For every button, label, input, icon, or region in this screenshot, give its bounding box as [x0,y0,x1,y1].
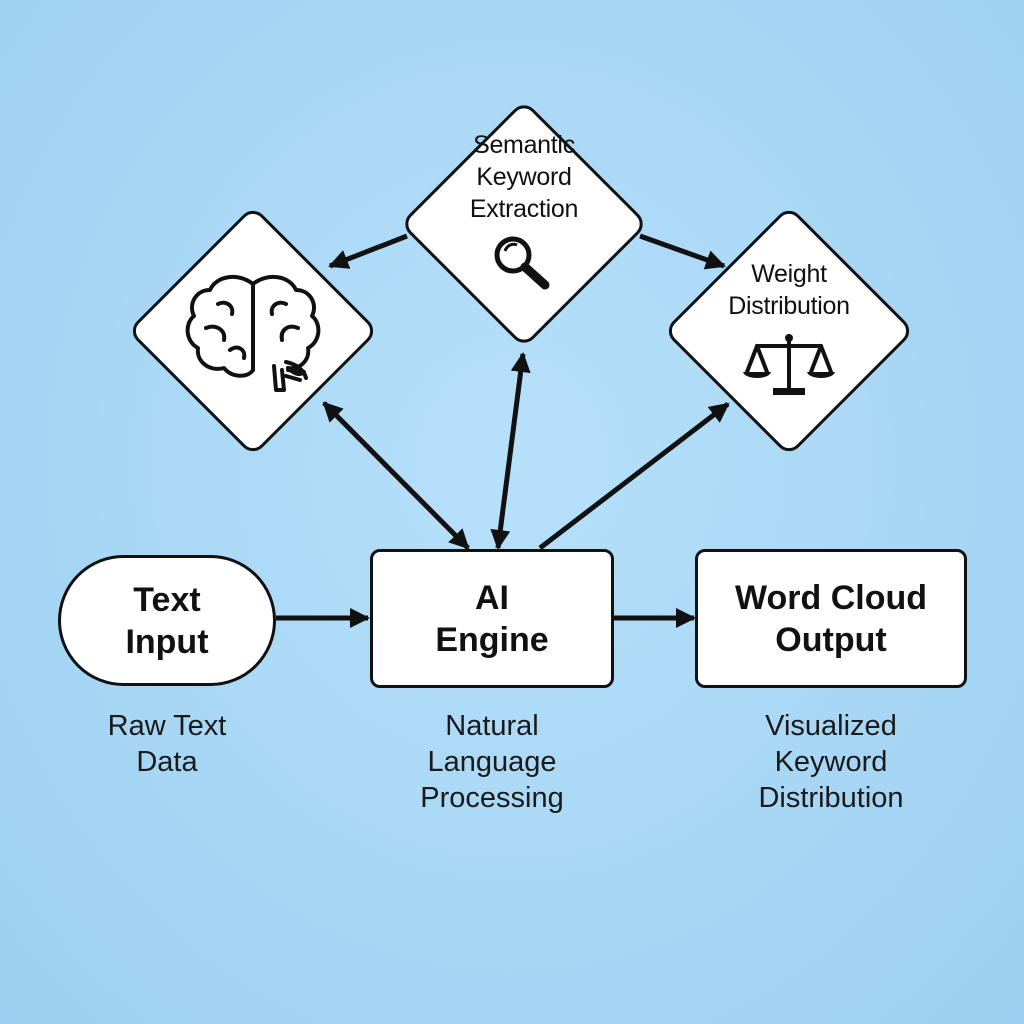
diamond-weight-distribution-content: Weight Distribution [700,242,878,420]
arrow-engine-weight [538,402,730,550]
diamond-nlp-brain-content [164,242,342,420]
arrow-semantic-to-brain [328,233,408,269]
magnifier-icon [494,236,550,290]
arrow-semantic-to-weight [639,233,726,270]
brain-icon [185,274,321,392]
caption-ai-engine: Natural Language Processing [420,710,564,814]
semantic-extraction-label: Semantic Keyword Extraction [469,131,579,223]
text-input-title: Text Input [125,580,209,661]
weight-distribution-label: Weight Distribution [728,260,850,320]
caption-text-input: Raw Text Data [107,710,227,778]
ai-engine-title: AI Engine [435,578,549,659]
node-word-cloud-output: Word Cloud Output [695,549,967,688]
arrow-engine-semantic [490,352,531,550]
caption-word-cloud-output: Visualized Keyword Distribution [758,710,904,814]
diamond-semantic-extraction-content: Semantic Keyword Extraction [436,131,612,312]
word-cloud-output-title: Word Cloud Output [735,578,927,659]
node-text-input: Text Input [58,555,276,686]
node-ai-engine: AI Engine [370,549,614,688]
balance-scale-icon [743,334,835,395]
arrow-engine-brain [322,401,470,550]
